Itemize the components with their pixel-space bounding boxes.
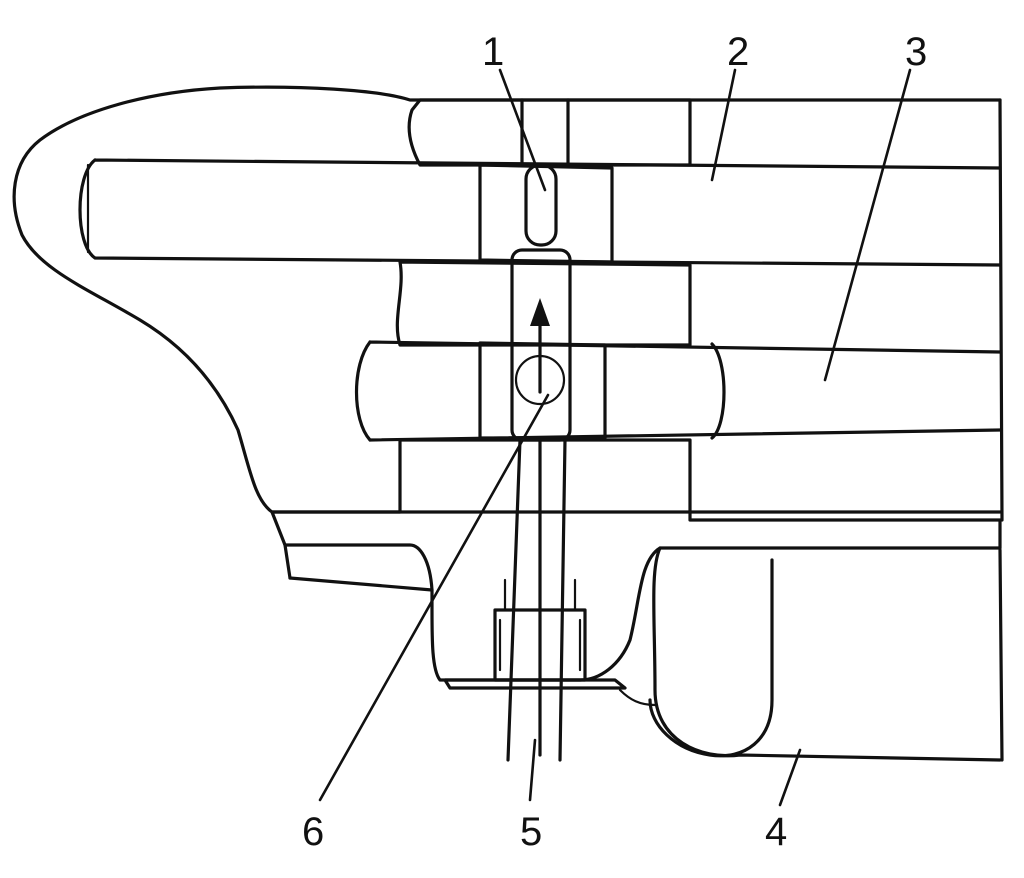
rod-5 xyxy=(506,438,567,762)
lower-wall-hatch xyxy=(270,438,1002,682)
housing-outline xyxy=(12,85,1002,514)
housing-right-edge xyxy=(998,98,1004,762)
callout-5 xyxy=(528,738,537,802)
plunger-arrow-head xyxy=(530,298,550,326)
callout-3 xyxy=(823,68,912,382)
callout-1 xyxy=(498,68,547,192)
lower-step xyxy=(283,543,292,580)
label-6: 6 xyxy=(302,810,324,854)
cover-4-step xyxy=(618,688,657,707)
label-4: 4 xyxy=(765,810,787,854)
rod-5-base xyxy=(443,678,627,690)
lower-bushing-thread xyxy=(498,578,582,672)
callout-2 xyxy=(710,68,737,182)
cover-4 xyxy=(652,546,1002,762)
callout-6 xyxy=(318,393,550,802)
rod-3-lock-block xyxy=(478,341,607,440)
middle-wall-hatch xyxy=(395,260,692,347)
cover-4-inner xyxy=(648,558,774,758)
ball-6 xyxy=(514,354,566,406)
rod-3-notch xyxy=(710,342,726,440)
lower-step-base xyxy=(288,576,434,592)
upper-wall-hatch xyxy=(407,98,692,167)
pin-1 xyxy=(524,163,558,247)
label-5: 5 xyxy=(520,810,542,854)
callout-4 xyxy=(778,748,802,807)
rod-3 xyxy=(355,340,1002,442)
label-1: 1 xyxy=(482,30,504,74)
label-2: 2 xyxy=(727,30,749,74)
rod-2-lock-block xyxy=(478,163,614,264)
label-3: 3 xyxy=(905,30,927,74)
